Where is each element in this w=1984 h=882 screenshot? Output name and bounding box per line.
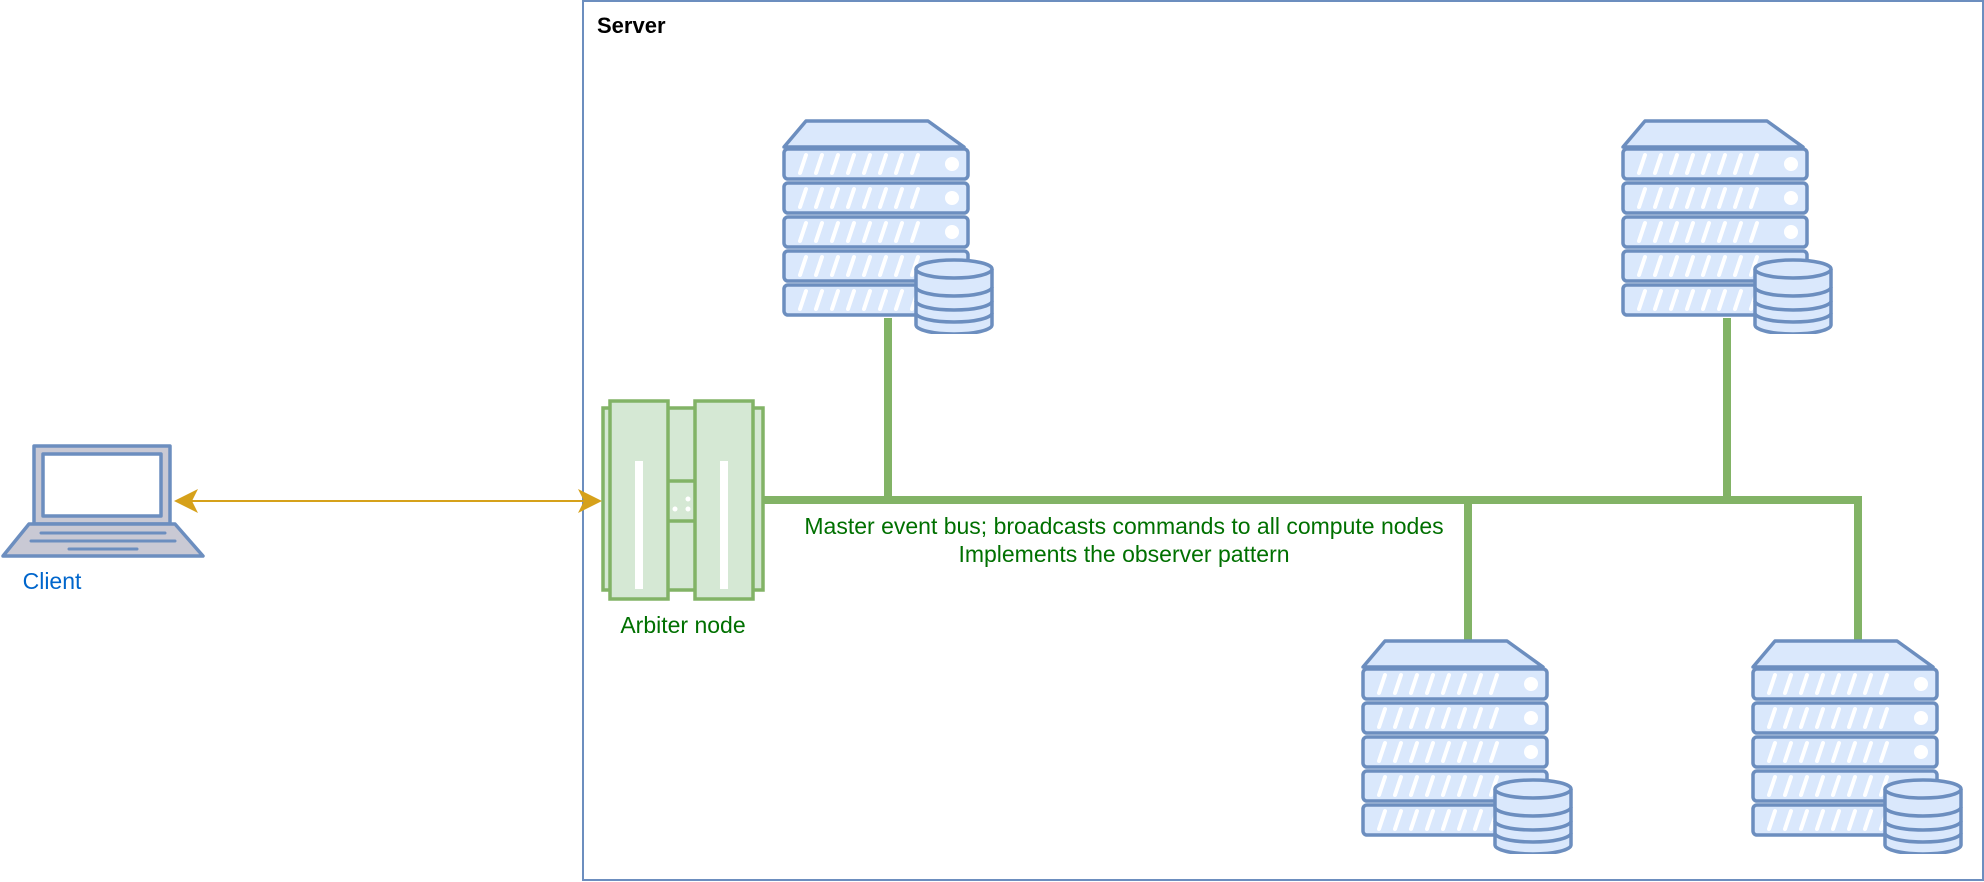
database-server-icon — [1751, 639, 1963, 854]
event-bus-description: Master event bus; broadcasts commands to… — [804, 513, 1443, 539]
laptop-icon — [1, 444, 205, 558]
master-event-bus — [758, 318, 1862, 647]
arbiter-label: Arbiter node — [620, 612, 745, 638]
server-container — [582, 0, 1984, 881]
database-server-icon — [1621, 119, 1833, 334]
database-server-icon — [782, 119, 994, 334]
server-title: Server — [597, 13, 666, 38]
client-label: Client — [23, 568, 82, 594]
database-server-icon — [1361, 639, 1573, 854]
rack-server-icon — [601, 399, 765, 601]
event-bus-pattern-note: Implements the observer pattern — [958, 541, 1289, 567]
